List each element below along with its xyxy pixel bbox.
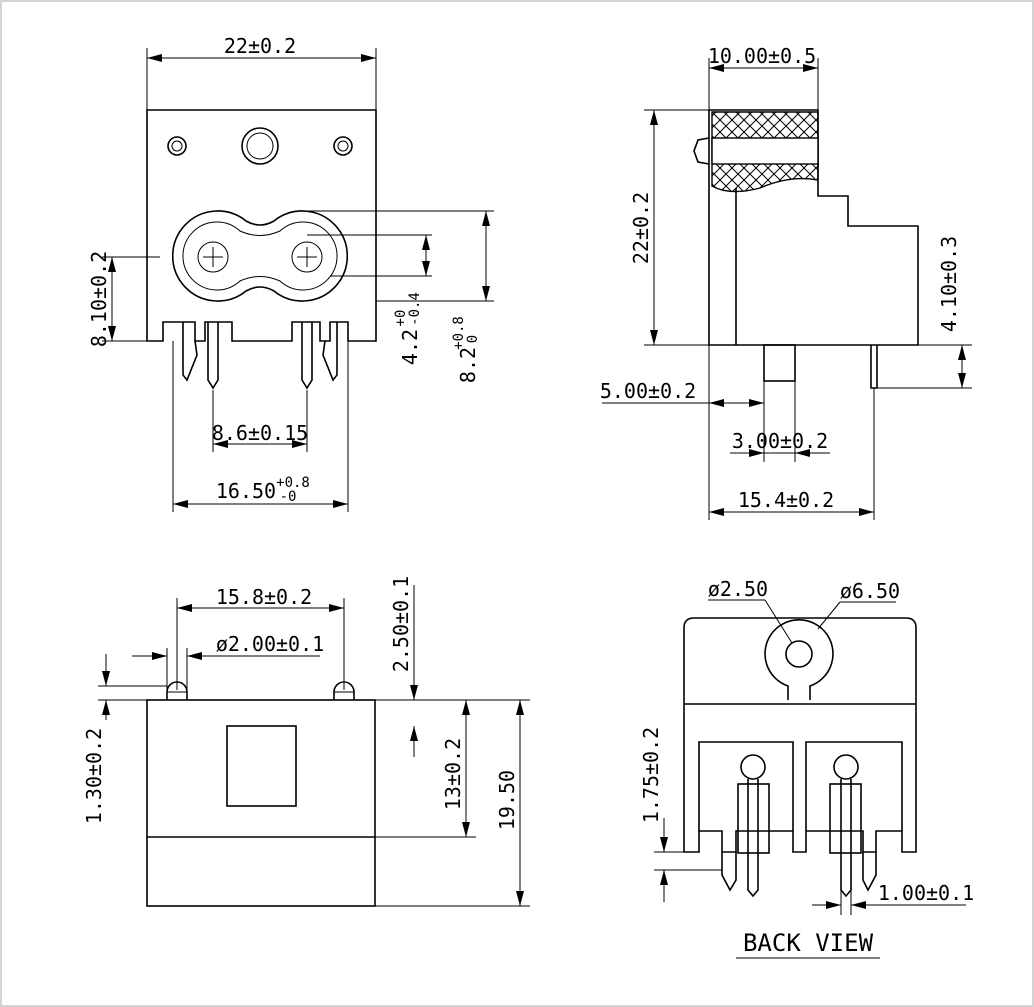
- top-inner-height: 13±0.2: [441, 738, 465, 810]
- top-total-height: 19.50: [495, 770, 519, 830]
- side-pin-width: 3.00±0.2: [732, 429, 828, 453]
- top-left-height: 1.30±0.2: [82, 728, 106, 824]
- center-hole: [241, 127, 279, 165]
- socket-outline: [171, 210, 349, 302]
- back-large-circle: [764, 619, 834, 700]
- top-window: [226, 725, 297, 807]
- mount-hole-right: [333, 136, 353, 156]
- svg-text:4.2: 4.2: [398, 329, 422, 365]
- side-view: [602, 58, 972, 520]
- side-pin-offset: 5.00±0.2: [600, 379, 696, 403]
- back-pin-left: [747, 779, 759, 898]
- svg-text:+0.8: +0.8: [451, 316, 467, 350]
- front-width-bottom: 16.50 +0.8 -0: [216, 475, 310, 505]
- back-small-diameter: ø2.50: [708, 577, 768, 601]
- side-depth-top: 10.00±0.5: [708, 44, 816, 68]
- back-pin-left-head: [740, 754, 766, 780]
- top-body-outline: [146, 699, 376, 907]
- side-depth-bottom: 15.4±0.2: [738, 488, 834, 512]
- front-pin-spacing: 8.6±0.15: [212, 421, 308, 445]
- top-hole-diameter: ø2.00±0.1: [216, 632, 324, 656]
- side-height-right: 4.10±0.3: [937, 236, 961, 332]
- back-small-circle: [785, 640, 813, 668]
- svg-text:-0: -0: [280, 489, 297, 505]
- back-pin-right: [840, 779, 852, 898]
- front-width-top: 22±0.2: [224, 34, 296, 58]
- back-pin-right-head: [833, 754, 859, 780]
- top-view: [98, 585, 530, 907]
- front-pin-left: [207, 322, 219, 390]
- svg-text:+0.8: +0.8: [276, 475, 310, 491]
- back-view-label: BACK VIEW: [743, 929, 874, 957]
- front-dim-8-2: 8.2 +0.8 0: [451, 316, 481, 383]
- top-peg-height: 2.50±0.1: [389, 576, 413, 672]
- front-view: [102, 48, 494, 512]
- side-height-left: 22±0.2: [629, 192, 653, 264]
- mount-hole-left: [167, 136, 187, 156]
- svg-text:-0.4: -0.4: [407, 292, 423, 326]
- svg-text:16.50: 16.50: [216, 479, 276, 503]
- top-hole-spacing: 15.8±0.2: [216, 585, 312, 609]
- back-view: [654, 599, 966, 959]
- back-body-outline: [683, 617, 917, 853]
- front-latch-left: [182, 322, 198, 382]
- front-height-left: 8.10±0.2: [87, 251, 111, 347]
- front-pin-right: [301, 322, 313, 390]
- svg-text:+0: +0: [393, 310, 409, 327]
- front-dim-4-2: 4.2 +0 -0.4: [393, 292, 423, 365]
- front-body-outline: [146, 109, 377, 342]
- svg-text:8.2: 8.2: [456, 347, 480, 383]
- back-large-diameter: ø6.50: [840, 579, 900, 603]
- front-latch-right: [322, 322, 338, 382]
- svg-text:0: 0: [465, 335, 481, 343]
- side-center-pin: [763, 344, 796, 382]
- back-left-height: 1.75±0.2: [639, 727, 663, 823]
- back-pin-thickness: 1.00±0.1: [878, 881, 974, 905]
